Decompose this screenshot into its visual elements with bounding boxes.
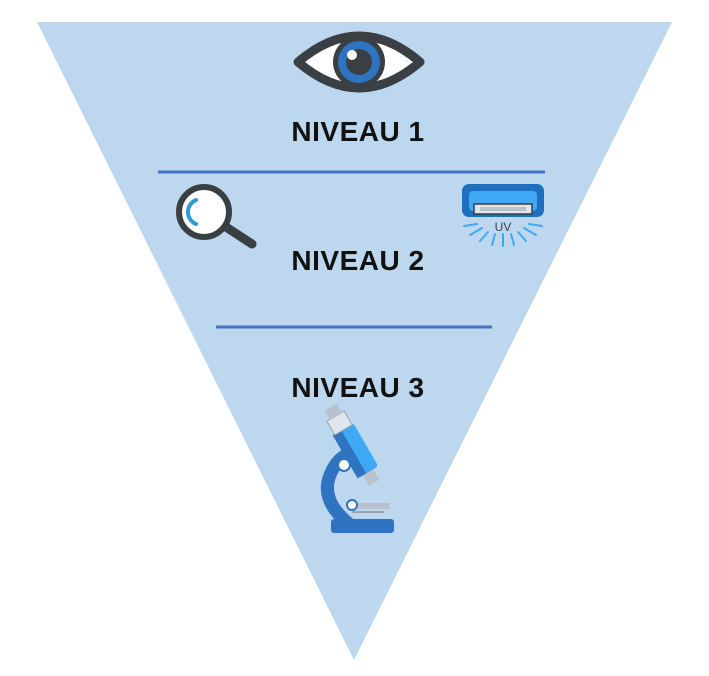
level-1-label: NIVEAU 1 — [291, 116, 425, 147]
inverted-triangle — [37, 22, 672, 660]
level-2-label: NIVEAU 2 — [291, 245, 425, 276]
magnifier-icon — [176, 184, 257, 249]
eye-icon — [293, 31, 425, 93]
level-3-label: NIVEAU 3 — [291, 372, 425, 403]
uv-lamp-label: UV — [495, 220, 512, 234]
uv-rays — [463, 223, 543, 247]
uv-lamp-icon: UV — [462, 184, 544, 247]
microscope-icon — [320, 403, 394, 533]
